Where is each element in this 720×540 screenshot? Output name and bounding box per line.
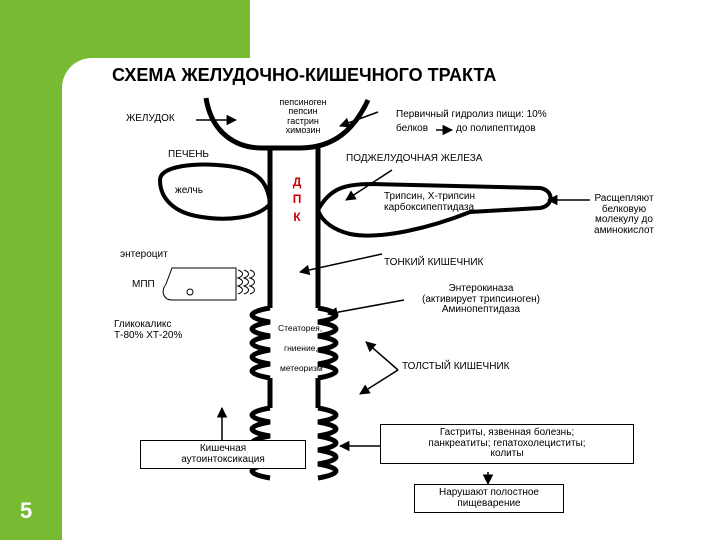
mpp-label: МПП [132, 279, 155, 290]
diseases-line-1: Гастриты, язвенная болезнь; [439, 427, 575, 438]
intoxication-line-1: Кишечная [199, 443, 247, 454]
duodenum-label: Д П К [290, 174, 304, 226]
duodenum-letter-p: П [292, 192, 302, 207]
pancreatic-enzyme-trypsin: Трипсин, Х-трипсин [384, 191, 476, 202]
glycocalyx-label: Гликокаликс Т-80% ХТ-20% [114, 319, 183, 341]
conclusion-line-2: пищеварение [457, 497, 521, 509]
stomach-enzymes: пепсиноген пепсин гастрин химозин [262, 97, 344, 136]
arrow-to-large-intestine-b [359, 369, 399, 395]
enzyme-gastrin: гастрин [287, 115, 319, 126]
disorder-steatorrhea: Стеаторея, [278, 323, 323, 333]
glycocalyx-name: Гликокаликс [114, 319, 172, 330]
pancreas-label: ПОДЖЕЛУДОЧНАЯ ЖЕЛЕЗА [346, 153, 483, 164]
diseases-line-3: колиты [490, 448, 524, 459]
liver-label: ПЕЧЕНЬ [168, 149, 209, 160]
intoxication-line-2: аутоинтоксикация [181, 453, 265, 465]
small-intestine-right-coils [317, 305, 339, 381]
small-intestine-left-coils [249, 305, 271, 381]
breakdown-line-2: белковую [601, 203, 647, 215]
large-intestine-label: ТОЛСТЫЙ КИШЕЧНИК [402, 361, 510, 372]
pancreas-shape [315, 181, 553, 238]
disorder-meteorism: метеоризм [280, 363, 323, 373]
arrow-enterokinase [326, 299, 405, 318]
primary-hydrolysis-line1: Первичный гидролиз пищи: 10% [396, 109, 547, 120]
diagram-title: СХЕМА ЖЕЛУДОЧНО-КИШЕЧНОГО ТРАКТА [112, 65, 497, 85]
stomach-label: ЖЕЛУДОК [126, 113, 175, 124]
large-intestine-right-coils [317, 405, 339, 481]
conclusion-box: Нарушают полостное пищеварение [414, 484, 564, 513]
breakdown-line-4: аминокислот [594, 224, 654, 236]
small-intestine-label: ТОНКИЙ КИШЕЧНИК [384, 257, 484, 268]
enzyme-chymosin: химозин [285, 125, 321, 136]
arrow-small-intestine [298, 253, 383, 276]
intestinal-enzyme-activation: (активирует трипсиноген) [421, 293, 541, 305]
duodenum-letter-d: Д [292, 175, 302, 189]
slide-number: 5 [20, 498, 33, 523]
enzyme-pepsin: пепсин [288, 106, 318, 117]
intestinal-enzyme-aminopeptidase: Аминопептидаза [441, 304, 521, 315]
liver-shape [157, 162, 273, 221]
stomach-outline [203, 97, 371, 151]
enterocyte-nucleus [186, 288, 194, 296]
duodenum-letter-k: К [293, 209, 301, 224]
pancreatic-enzymes: Трипсин, Х-трипсин карбоксипептидаза [384, 191, 476, 213]
enterocyte-cell [162, 267, 237, 301]
bile-label: желчь [175, 185, 203, 196]
arrow-hydrolysis [339, 111, 379, 128]
intestinal-enzyme-enterokinase: Энтерокиназа [448, 283, 514, 294]
arrow-to-large-intestine-a [365, 341, 399, 371]
green-left-bar [0, 0, 62, 540]
breakdown-line-1: Расщепляют [594, 193, 654, 204]
primary-hydrolysis-line2a: белков [396, 123, 429, 134]
breakdown-note: Расщепляют белковую молекулу до аминокис… [584, 193, 664, 236]
pancreatic-enzyme-carboxypeptidase: карбоксипептидаза [384, 201, 475, 213]
enterocyte-label: энтероцит [120, 249, 168, 260]
intoxication-box: Кишечная аутоинтоксикация [140, 440, 306, 469]
conclusion-line-1: Нарушают полостное [439, 487, 539, 498]
enzyme-pepsinogen: пепсиноген [279, 97, 327, 107]
breakdown-line-3: молекулу до [595, 214, 653, 225]
diseases-line-2: панкреатиты; гепатохолециститы; [428, 437, 586, 449]
arrow-pancreas [345, 169, 393, 201]
intestinal-enzymes: Энтерокиназа (активирует трипсиноген) Ам… [396, 283, 566, 316]
disorder-putrefaction: гниение, [284, 343, 318, 353]
primary-hydrolysis-line2b: до полипептидов [456, 123, 536, 134]
diseases-box: Гастриты, язвенная болезнь; панкреатиты;… [380, 424, 634, 464]
microvilli [236, 269, 255, 295]
glycocalyx-composition: Т-80% ХТ-20% [114, 329, 183, 341]
